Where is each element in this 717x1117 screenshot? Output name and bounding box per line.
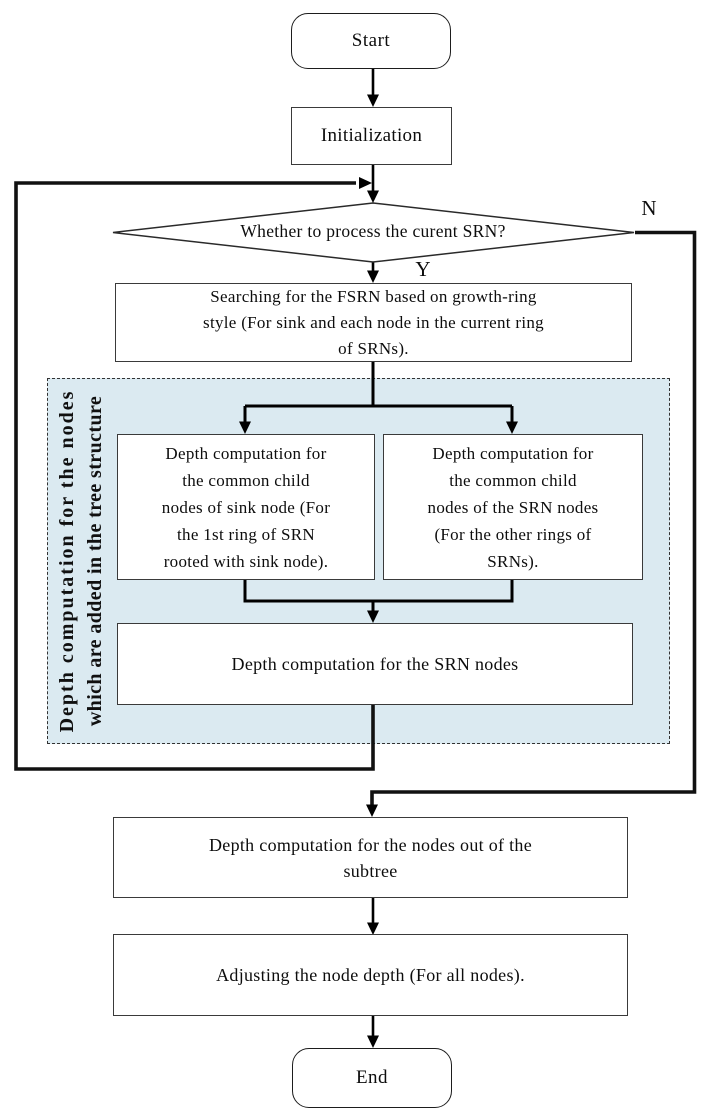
decision-question: Whether to process the curent SRN? xyxy=(240,221,506,241)
initialization-label: Initialization xyxy=(320,125,423,146)
initialization-node: Initialization xyxy=(291,107,452,165)
end-label: End xyxy=(355,1067,389,1088)
searching-line: style (For sink and each node in the cur… xyxy=(203,312,544,332)
srn-children-line: Depth computation for xyxy=(432,443,594,463)
searching-line: Searching for the FSRN based on growth-r… xyxy=(210,286,537,306)
start-label: Start xyxy=(351,30,391,51)
decision-diamond-shape xyxy=(112,202,635,263)
sink-children-line: the 1st ring of SRN xyxy=(177,524,315,544)
srn-children-line: SRNs). xyxy=(487,551,539,571)
searching-fsrn-node: Searching for the FSRN based on growth-r… xyxy=(115,283,632,362)
sink-children-line: rooted with sink node). xyxy=(163,551,329,571)
srn-children-line: the common child xyxy=(449,470,577,490)
out-of-subtree-node: Depth computation for the nodes out of t… xyxy=(113,817,628,898)
srn-nodes-depth-node: Depth computation for the SRN nodes xyxy=(117,623,633,705)
sink-children-line: nodes of sink node (For xyxy=(161,497,331,517)
end-node: End xyxy=(292,1048,452,1108)
srn-children-depth-node: Depth computation for the common child n… xyxy=(383,434,643,580)
out-of-subtree-line: Depth computation for the nodes out of t… xyxy=(208,834,533,855)
searching-line: of SRNs). xyxy=(338,338,409,358)
sink-children-line: Depth computation for xyxy=(165,443,327,463)
out-of-subtree-line: subtree xyxy=(343,860,398,881)
srn-nodes-label: Depth computation for the SRN nodes xyxy=(231,654,519,674)
adjust-depth-label: Adjusting the node depth (For all nodes)… xyxy=(216,965,525,985)
yes-branch-label: Y xyxy=(415,257,431,281)
tree-structure-group-title: Depth computation for the nodes which ar… xyxy=(53,371,109,751)
sink-children-line: the common child xyxy=(182,470,310,490)
start-node: Start xyxy=(291,13,451,69)
srn-children-line: (For the other rings of xyxy=(434,524,592,544)
no-branch-label: N xyxy=(641,196,657,220)
group-title-line1: Depth computation for the nodes xyxy=(56,389,78,733)
srn-children-line: nodes of the SRN nodes xyxy=(427,497,599,517)
sink-children-depth-node: Depth computation for the common child n… xyxy=(117,434,375,580)
adjust-depth-node: Adjusting the node depth (For all nodes)… xyxy=(113,934,628,1016)
group-title-line2: which are added in the tree structure xyxy=(84,395,106,727)
